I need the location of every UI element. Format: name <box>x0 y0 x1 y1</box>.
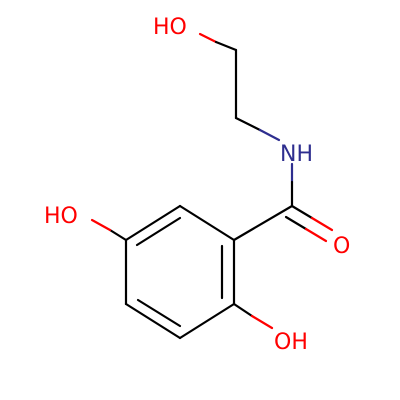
atom-carbonyl-o: O <box>333 234 350 259</box>
ring-inner-2 <box>136 298 182 328</box>
atom-hydroxyl-top: HO <box>153 15 187 40</box>
ring-bond-4 <box>124 302 182 340</box>
bond-ring-oh-left-o <box>90 218 112 232</box>
ring-inner-1 <box>135 216 182 247</box>
bond-co-1-o <box>310 216 334 232</box>
bond-ring-oh-bottom-c <box>232 302 254 318</box>
bond-ch2-n-n <box>258 128 281 142</box>
ring-bond-1 <box>178 204 236 242</box>
bond-co-2-c <box>284 215 308 231</box>
ring-bond-2 <box>124 204 182 242</box>
atom-hydroxyl-left: HO <box>44 204 78 229</box>
bond-co-1-c <box>290 204 314 220</box>
ring-bond-5 <box>178 302 236 340</box>
bond-o-ch2 <box>198 32 218 44</box>
bond-carbonyl-ring <box>232 204 294 242</box>
bond-o-ch2-c <box>214 40 238 52</box>
bond-co-2-o <box>304 227 328 243</box>
bond-ring-oh-left-c <box>108 228 128 242</box>
atom-amide-nh: NH <box>280 142 313 167</box>
bond-ring-oh-bottom-o <box>250 314 274 330</box>
bond-ch2-n-c <box>234 116 262 132</box>
atom-hydroxyl-bottom: OH <box>274 330 308 355</box>
